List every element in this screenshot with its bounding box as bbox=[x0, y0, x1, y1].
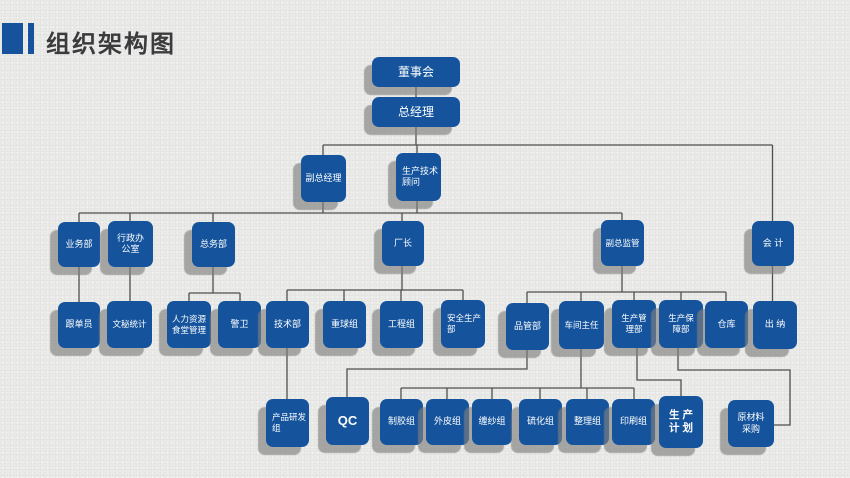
org-node-chejian-zhuren: 车间主任 bbox=[559, 301, 604, 349]
org-node-dongshihui: 董事会 bbox=[372, 57, 460, 87]
connector-baozhangbu-caigou bbox=[677, 348, 791, 426]
org-node-label: 出 纳 bbox=[764, 319, 786, 330]
org-node-label: 会 计 bbox=[762, 237, 784, 248]
org-node-label: 整理组 bbox=[573, 416, 601, 427]
org-node-zhongqiuzu: 重球组 bbox=[323, 301, 366, 348]
org-node-label: 采购 bbox=[741, 423, 760, 434]
connector-guanlibu-jihua bbox=[636, 348, 682, 396]
org-node-label: 生产保 bbox=[668, 313, 694, 324]
org-node-label: 总经理 bbox=[397, 104, 434, 119]
org-node-label: 障部 bbox=[672, 324, 690, 334]
org-node-cangku: 仓库 bbox=[705, 301, 748, 348]
org-node-liuhuazu: 硫化组 bbox=[519, 399, 562, 445]
org-node-label: 外皮组 bbox=[433, 416, 461, 427]
org-node-label: 文秘统计 bbox=[112, 319, 147, 330]
org-node-yuancailiao-caigou: 原材料采购 bbox=[728, 400, 774, 447]
org-node-zhenglizu: 整理组 bbox=[566, 399, 609, 445]
org-node-label: 理部 bbox=[625, 324, 643, 334]
org-node-shengchan-baozhangbu: 生产保障部 bbox=[659, 300, 703, 348]
org-node-label: 副总经理 bbox=[305, 172, 342, 183]
org-node-label: 食堂管理 bbox=[171, 324, 206, 335]
org-node-kuaiji: 会 计 bbox=[752, 221, 794, 266]
org-node-shengchan-jishu-guwen: 生产技术顾问 bbox=[396, 153, 441, 201]
org-node-label: 安全生产 bbox=[447, 313, 482, 324]
org-node-label: 生产管 bbox=[621, 313, 647, 324]
org-node-label: 制胶组 bbox=[387, 416, 415, 427]
title-accent-square bbox=[2, 23, 23, 54]
org-node-waipizu: 外皮组 bbox=[426, 399, 469, 445]
title-accent-bar bbox=[28, 23, 34, 54]
org-node-label: 计 划 bbox=[669, 422, 693, 434]
org-node-label: 副总监管 bbox=[605, 237, 640, 248]
org-node-label: 重球组 bbox=[330, 318, 358, 329]
org-node-label: 顾问 bbox=[402, 177, 421, 187]
org-node-renli-ziyuan-shitang: 人力资源食堂管理 bbox=[167, 301, 211, 348]
org-node-label: 人力资源 bbox=[171, 313, 206, 324]
org-node-jishubu: 技术部 bbox=[266, 301, 309, 348]
org-node-qc: QC bbox=[326, 397, 369, 445]
org-node-label: 厂长 bbox=[393, 237, 412, 248]
org-node-label: 工程组 bbox=[387, 318, 415, 329]
org-node-label: 仓库 bbox=[717, 318, 736, 329]
org-node-xingzheng-bangongshi: 行政办公室 bbox=[108, 221, 153, 267]
org-node-label: 车间主任 bbox=[564, 319, 599, 330]
org-node-label: 硫化组 bbox=[526, 416, 554, 427]
org-node-wenmi-tongji: 文秘统计 bbox=[107, 301, 152, 348]
org-node-yewubu: 业务部 bbox=[58, 222, 100, 267]
org-node-shengchan-guanlibu: 生产管理部 bbox=[612, 300, 656, 348]
org-node-label: 部 bbox=[447, 324, 456, 334]
org-node-gendanyuan: 跟单员 bbox=[58, 302, 100, 348]
org-node-label: 生 产 bbox=[669, 408, 693, 421]
org-node-label: 董事会 bbox=[397, 64, 434, 79]
org-node-label: 组 bbox=[272, 423, 281, 433]
org-node-chuna: 出 纳 bbox=[753, 301, 797, 349]
org-node-pinguanbu: 品管部 bbox=[506, 303, 549, 350]
org-node-jingwei: 警卫 bbox=[218, 301, 261, 348]
org-node-fuzongjingli: 副总经理 bbox=[301, 155, 346, 202]
org-node-label: 警卫 bbox=[230, 318, 249, 329]
org-node-label: 印刷组 bbox=[619, 416, 647, 427]
org-node-shengchan-jihua: 生 产计 划 bbox=[659, 396, 703, 448]
org-node-label: 原材料 bbox=[737, 412, 765, 423]
org-node-chanpin-yanfazu: 产品研发组 bbox=[266, 399, 309, 447]
org-node-gongchengzu: 工程组 bbox=[380, 301, 423, 348]
org-node-zongwubu: 总务部 bbox=[192, 222, 235, 267]
org-node-chanshazu: 缠纱组 bbox=[472, 399, 512, 445]
org-node-label: QC bbox=[337, 412, 358, 428]
page-title: 组织架构图 bbox=[46, 31, 176, 58]
org-node-anquan-shengchanbu: 安全生产部 bbox=[441, 300, 485, 348]
org-node-label: 公室 bbox=[121, 244, 140, 254]
org-node-zhijiaozu: 制胶组 bbox=[380, 399, 423, 445]
org-node-yinshuazu: 印刷组 bbox=[612, 399, 655, 445]
org-node-label: 缠纱组 bbox=[478, 416, 506, 427]
org-node-fuzong-jianguan: 副总监管 bbox=[601, 220, 644, 266]
connector-pinguanbu-qc bbox=[346, 350, 528, 397]
org-node-label: 生产技术 bbox=[402, 165, 439, 176]
org-node-label: 总务部 bbox=[199, 238, 227, 249]
org-node-label: 技术部 bbox=[273, 318, 301, 329]
org-node-zongjingli: 总经理 bbox=[372, 97, 460, 127]
org-node-changzhang: 厂长 bbox=[382, 221, 424, 266]
org-node-label: 跟单员 bbox=[65, 319, 93, 330]
org-node-label: 行政办 bbox=[116, 232, 144, 243]
org-node-label: 业务部 bbox=[65, 238, 93, 249]
org-node-label: 品管部 bbox=[513, 320, 541, 331]
org-node-label: 产品研发 bbox=[272, 412, 307, 423]
